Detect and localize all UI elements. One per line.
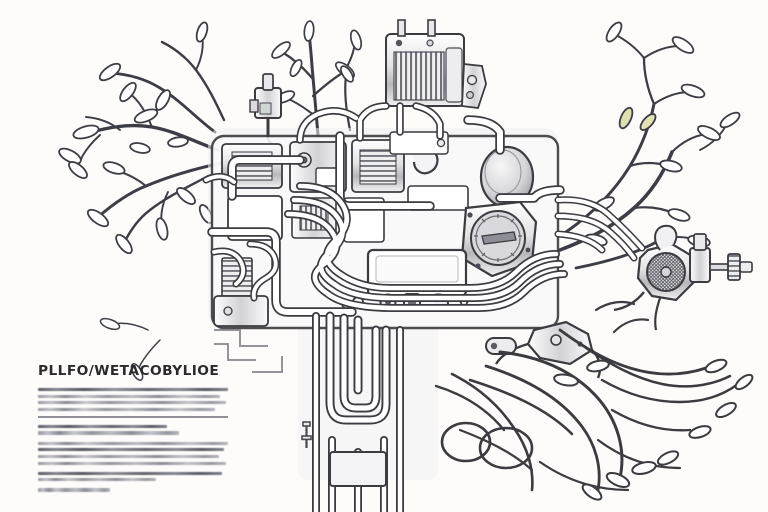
lower-left-traces (214, 329, 283, 373)
caption-block: PLLFO/WETACOBYLIOE (38, 363, 228, 499)
branch-cluster-right (558, 21, 741, 270)
caption-paragraph-2 (38, 424, 228, 435)
text-line (38, 394, 221, 398)
text-line (38, 441, 228, 445)
dial-gauge (460, 200, 538, 278)
caption-paragraph-1 (38, 388, 228, 418)
text-line (38, 408, 215, 412)
caption-heading: PLLFO/WETACOBYLIOE (38, 363, 220, 379)
caption-paragraph-4 (38, 471, 228, 482)
caption-paragraph-5 (38, 488, 228, 492)
text-line (38, 488, 111, 492)
text-line (38, 401, 227, 405)
text-line (38, 461, 227, 465)
branch-cluster-top (271, 20, 363, 137)
valve-sensor-module (249, 73, 282, 153)
small-fastener (301, 421, 312, 448)
text-line (38, 388, 228, 392)
root-tangle (434, 300, 754, 501)
heat-exchanger-radiator (385, 19, 487, 109)
text-line (38, 431, 179, 435)
text-rule (38, 416, 228, 418)
pipe-network (202, 102, 646, 512)
caption-paragraph-3 (38, 441, 228, 465)
branch-cluster-left (58, 21, 226, 381)
text-line (38, 471, 223, 475)
text-line (38, 424, 168, 428)
text-line (38, 454, 219, 458)
text-line (38, 448, 225, 452)
mechanical-linkage (485, 320, 602, 379)
turbine-fan (613, 224, 753, 331)
text-line (38, 478, 156, 482)
